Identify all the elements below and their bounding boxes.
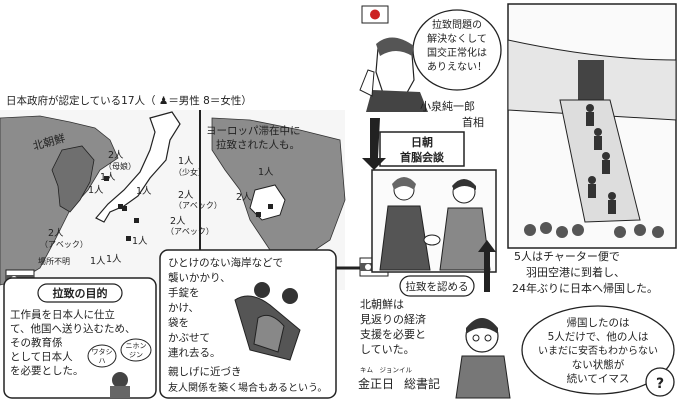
count-mother-daughter: 2人 xyxy=(108,150,124,161)
summit-line2: 首脳会談 xyxy=(400,150,445,164)
abduction-scene xyxy=(234,282,301,361)
final-bubble-4: ない状態が xyxy=(572,358,625,371)
europe-note-line1: ヨーロッパ滞在中に xyxy=(206,124,301,137)
returnees-group xyxy=(586,104,616,214)
airplane-door xyxy=(578,60,604,100)
method-line3: 手錠を xyxy=(168,286,200,299)
method-line8: 親しげに近づき xyxy=(168,365,242,378)
return-caption-3: 24年ぶりに日本へ帰国した。 xyxy=(512,281,658,295)
label-location-unknown: 場所不明 xyxy=(38,256,70,266)
count-europe-1: 1人 xyxy=(258,167,274,178)
kim-note-3: 支援を必要と xyxy=(360,327,426,341)
count-b: 1人 xyxy=(88,185,104,196)
label-couple-b: （アベック） xyxy=(166,227,214,236)
map-heading: 日本政府が認定している17人（ ♟＝男性 8＝女性） xyxy=(6,94,252,107)
count-unknown: 1人 xyxy=(90,256,106,267)
count-couple-a: 2人 xyxy=(178,190,194,201)
crowd xyxy=(524,222,664,238)
koizumi-bubble-3: 解決なくして xyxy=(427,32,487,45)
koizumi-title: 首相 xyxy=(462,115,484,129)
question-mark-character: ? xyxy=(645,367,675,397)
question-icon: ? xyxy=(656,376,664,392)
abductee-counts: 2人 （母娘） 1人 （少女） 1人 1人 1人 2人 （アベック） 2人 （ア… xyxy=(38,150,274,267)
method-line6: かぶせて xyxy=(168,332,210,344)
purpose-title: 拉致の目的 xyxy=(53,286,108,300)
koizumi-section: 拉致問題の 解決なくして 国交正常化は ありえない！ 小泉純一郎 首相 xyxy=(359,5,502,129)
method-line9: 友人関係を築く場合もあるという。 xyxy=(168,381,327,394)
japan-islands xyxy=(95,111,181,223)
bubble-nihon-1: ニホン xyxy=(126,342,147,350)
final-bubble-2: 5人だけで、他の人は xyxy=(548,330,649,343)
return-caption-2: 羽田空港に到着し、 xyxy=(526,265,625,279)
final-bubble-1: 帰国したのは xyxy=(567,316,630,329)
kim-note-2: 見返りの経済 xyxy=(360,312,426,326)
map-panel: 日本政府が認定している17人（ ♟＝男性 8＝女性） 北朝鮮 ヨーロッパ滞在中に… xyxy=(0,94,346,290)
method-line4: かけ、 xyxy=(168,302,199,314)
purpose-line3: その教育係 xyxy=(10,336,63,349)
uk-island xyxy=(249,184,286,221)
method-line1: ひとけのない海岸などで xyxy=(168,256,283,269)
male-legend-icon: ♟ xyxy=(159,95,168,107)
count-couple-c: 2人 xyxy=(48,228,64,239)
kim-note-1: 北朝鮮は xyxy=(360,297,404,311)
koizumi-name: 小泉純一郎 xyxy=(420,99,475,113)
arrow-down-icon xyxy=(362,118,386,170)
handshake-figures xyxy=(379,177,491,271)
koizumi-figure xyxy=(359,37,428,112)
kim-name: 金正日 xyxy=(358,376,394,391)
location-markers xyxy=(104,176,273,241)
method-line2: 襲いかかり、 xyxy=(168,271,231,284)
koizumi-bubble-1: 拉致問題の xyxy=(432,18,482,31)
europe-note-line2: 拉致された人も。 xyxy=(216,138,300,151)
korean-peninsula xyxy=(51,145,95,213)
female-legend-icon: 8 xyxy=(203,95,210,107)
label-couple-a: （アベック） xyxy=(174,201,222,210)
kim-bubble: 拉致を認める xyxy=(406,280,469,293)
count-girl: 1人 xyxy=(178,156,194,167)
final-bubble-3: いまだに安否もわからない xyxy=(538,344,658,357)
final-bubble-5: 続いてイマス xyxy=(567,372,630,385)
count-d: 1人 xyxy=(132,236,148,247)
count-couple-b: 2人 xyxy=(170,216,186,227)
summit-line1: 日朝 xyxy=(411,135,433,149)
purpose-line1: 工作員を日本人に仕立 xyxy=(10,308,115,321)
summit-section: 日朝 首脳会談 xyxy=(362,118,497,292)
purpose-line2: て、他国へ送り込むため、 xyxy=(10,322,135,335)
bubble-watashi-1: ワタシ xyxy=(92,347,113,356)
label-girl: （少女） xyxy=(174,167,206,177)
purpose-box: 拉致の目的 工作員を日本人に仕立 て、他国へ送り込むため、 その教育係 として日… xyxy=(3,277,157,399)
bubble-watashi-2: ハ xyxy=(99,357,106,365)
method-line5: 袋を xyxy=(168,316,189,329)
purpose-line4: として日本人 xyxy=(10,350,73,363)
kim-title: 総書記 xyxy=(404,376,440,391)
method-line7: 連れ去る。 xyxy=(168,346,221,359)
agent-figure xyxy=(110,372,130,398)
count-europe-2: 2人 xyxy=(236,192,252,203)
count-e: 1人 xyxy=(106,254,122,265)
arrow-up-icon xyxy=(478,240,496,292)
label-mother-daughter: （母娘） xyxy=(104,161,136,171)
koizumi-bubble-4: 国交正常化は xyxy=(427,46,487,59)
kim-speech-bubble xyxy=(399,275,475,297)
kim-note-4: していた。 xyxy=(360,343,415,356)
bubble-nihon-2: ジン xyxy=(129,351,143,359)
final-bubble: 帰国したのは 5人だけで、他の人は いまだに安否もわからない ない状態が 続いて… xyxy=(521,305,675,397)
boarding-stairs xyxy=(559,99,641,223)
return-caption-1: 5人はチャーター便で xyxy=(514,250,620,263)
count-c: 1人 xyxy=(136,186,152,197)
kim-section: 拉致を認める 北朝鮮は 見返りの経済 支援を必要と していた。 キム ジョンイル… xyxy=(358,275,511,399)
japan-flag xyxy=(361,5,389,24)
summit-badge xyxy=(379,131,465,167)
purpose-line5: を必要とした。 xyxy=(10,364,84,377)
label-couple-c: （アベック） xyxy=(40,240,88,249)
kim-figure xyxy=(455,318,511,399)
koizumi-bubble-5: ありえない！ xyxy=(427,61,487,73)
return-panel: 5人はチャーター便で 羽田空港に到着し、 24年ぶりに日本へ帰国した。 xyxy=(507,3,677,295)
kim-ruby: キム ジョンイル xyxy=(360,366,413,374)
method-box: ひとけのない海岸などで 襲いかかり、 手錠を かけ、 袋を かぶせて 連れ去る。… xyxy=(159,249,337,399)
